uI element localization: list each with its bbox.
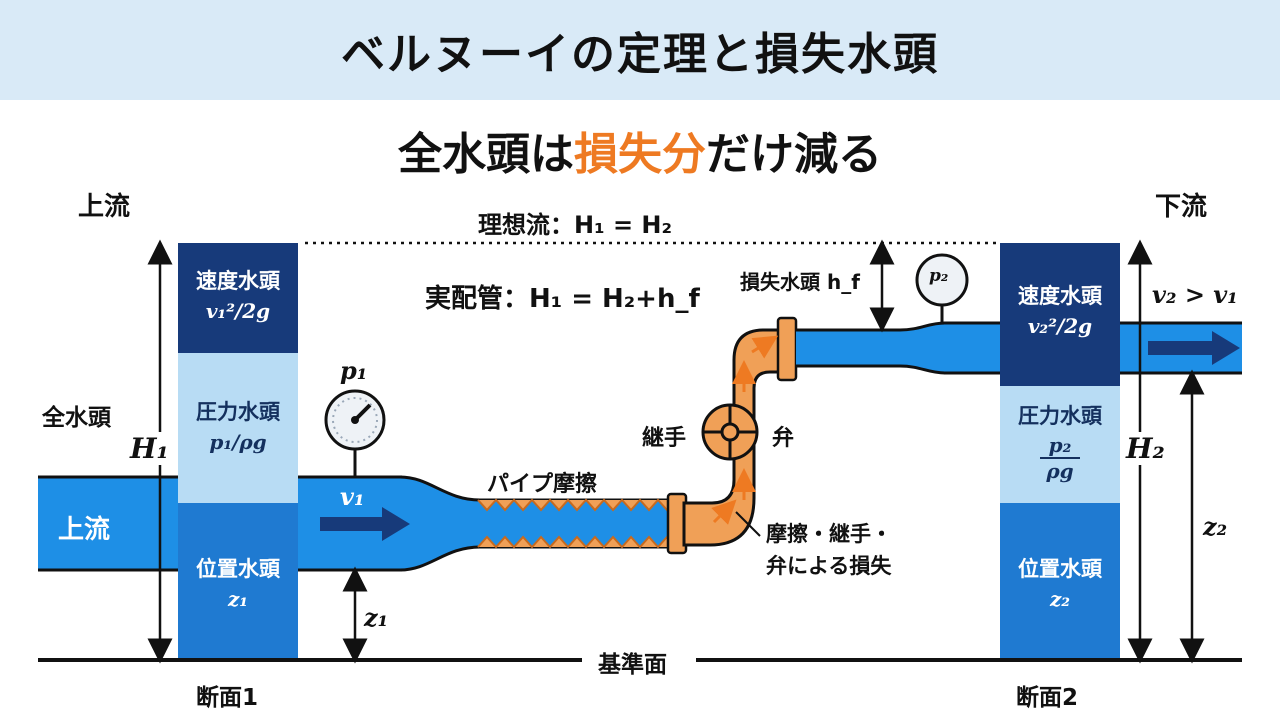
s2-pressure-head: 圧力水頭 p₂ ρg (1000, 400, 1120, 482)
upstream-pipe-label: 上流 (58, 515, 111, 545)
loss-head-label: 損失水頭 h_f (740, 270, 860, 294)
s1-velocity-head: 速度水頭 v₁²/2g (178, 265, 298, 323)
p1-label: p₁ (340, 356, 368, 385)
downstream-taper (900, 323, 945, 373)
upstream-label-top: 上流 (78, 192, 131, 222)
subtitle-pre: 全水頭は (398, 129, 574, 180)
v1-label: v₁ (340, 482, 365, 511)
s1-pressure-head-name: 圧力水頭 (196, 400, 280, 424)
total-head-label: 全水頭 (42, 405, 111, 431)
z1-side-label: z₁ (364, 603, 389, 632)
downstream-pipe-narrow (796, 330, 900, 366)
s2-pressure-formula-den: ρg (1046, 459, 1074, 483)
H2-label: H₂ (1124, 432, 1167, 465)
loss-note-line1: 摩擦・継手・ (766, 522, 892, 546)
velocity-compare-label: v₂ > v₁ (1152, 280, 1238, 309)
pipe-contraction (400, 477, 480, 570)
flow-arrow-upstream (320, 507, 410, 541)
section2-label: 断面2 (1016, 685, 1079, 711)
pipe-friction-label: パイプ摩擦 (487, 472, 598, 497)
fraction-bar (1040, 457, 1080, 459)
s2-position-head-formula: z₂ (1049, 587, 1071, 611)
s2-velocity-head-formula: v₂²/2g (1027, 314, 1093, 338)
s1-pressure-head-box (178, 353, 298, 503)
loss-note-line2: 弁による損失 (766, 554, 892, 578)
s2-pressure-head-name: 圧力水頭 (1018, 404, 1102, 428)
fitting-flange-high (776, 316, 798, 382)
friction-zigzag-top (477, 498, 675, 512)
s1-position-head-name: 位置水頭 (196, 557, 280, 581)
s2-velocity-head: 速度水頭 v₂²/2g (1000, 280, 1120, 338)
friction-zigzag-bottom (477, 535, 675, 549)
subtitle-post: だけ減る (706, 129, 882, 180)
page-title: ベルヌーイの定理と損失水頭 (341, 29, 939, 80)
H1-label: H₁ (128, 432, 171, 465)
s2-velocity-head-box (1000, 243, 1120, 386)
s2-pressure-head-box (1000, 386, 1120, 503)
s1-pressure-head-formula: p₁/ρg (209, 430, 267, 454)
s2-position-head-box (1000, 503, 1120, 660)
pressure-gauge-1 (324, 389, 386, 477)
s2-velocity-head-name: 速度水頭 (1018, 284, 1102, 308)
s1-position-head-formula: z₁ (227, 587, 249, 611)
valve-symbol (701, 403, 759, 461)
s1-velocity-head-formula: v₁²/2g (205, 299, 271, 323)
joint-label: 継手 (642, 426, 687, 451)
subtitle-highlight: 損失分 (574, 129, 706, 180)
valve-label: 弁 (772, 426, 795, 451)
s1-velocity-head-box (178, 243, 298, 353)
datum-label: 基準面 (598, 652, 667, 678)
s1-velocity-head-name: 速度水頭 (196, 269, 280, 293)
actual-pipe-equation: 実配管：H₁ = H₂+h_f (425, 284, 700, 314)
subtitle: 全水頭は損失分だけ減る (0, 118, 1280, 182)
ideal-flow-equation: 理想流：H₁ = H₂ (478, 211, 673, 239)
title-banner (0, 0, 1280, 100)
s1-pressure-head: 圧力水頭 p₁/ρg (178, 396, 298, 454)
p2-label: p₂ (929, 266, 949, 286)
downstream-label-top: 下流 (1155, 192, 1208, 222)
z2-side-label: z₂ (1203, 512, 1228, 541)
pressure-gauge-2 (915, 253, 969, 323)
s2-position-head-name: 位置水頭 (1018, 557, 1102, 581)
section1-label: 断面1 (196, 685, 259, 711)
s2-position-head: 位置水頭 z₂ (1000, 553, 1120, 611)
s1-position-head: 位置水頭 z₁ (178, 553, 298, 611)
flow-arrow-downstream (1148, 331, 1240, 365)
s2-pressure-formula-num: p₂ (1048, 433, 1072, 457)
s1-position-head-box (178, 503, 298, 660)
